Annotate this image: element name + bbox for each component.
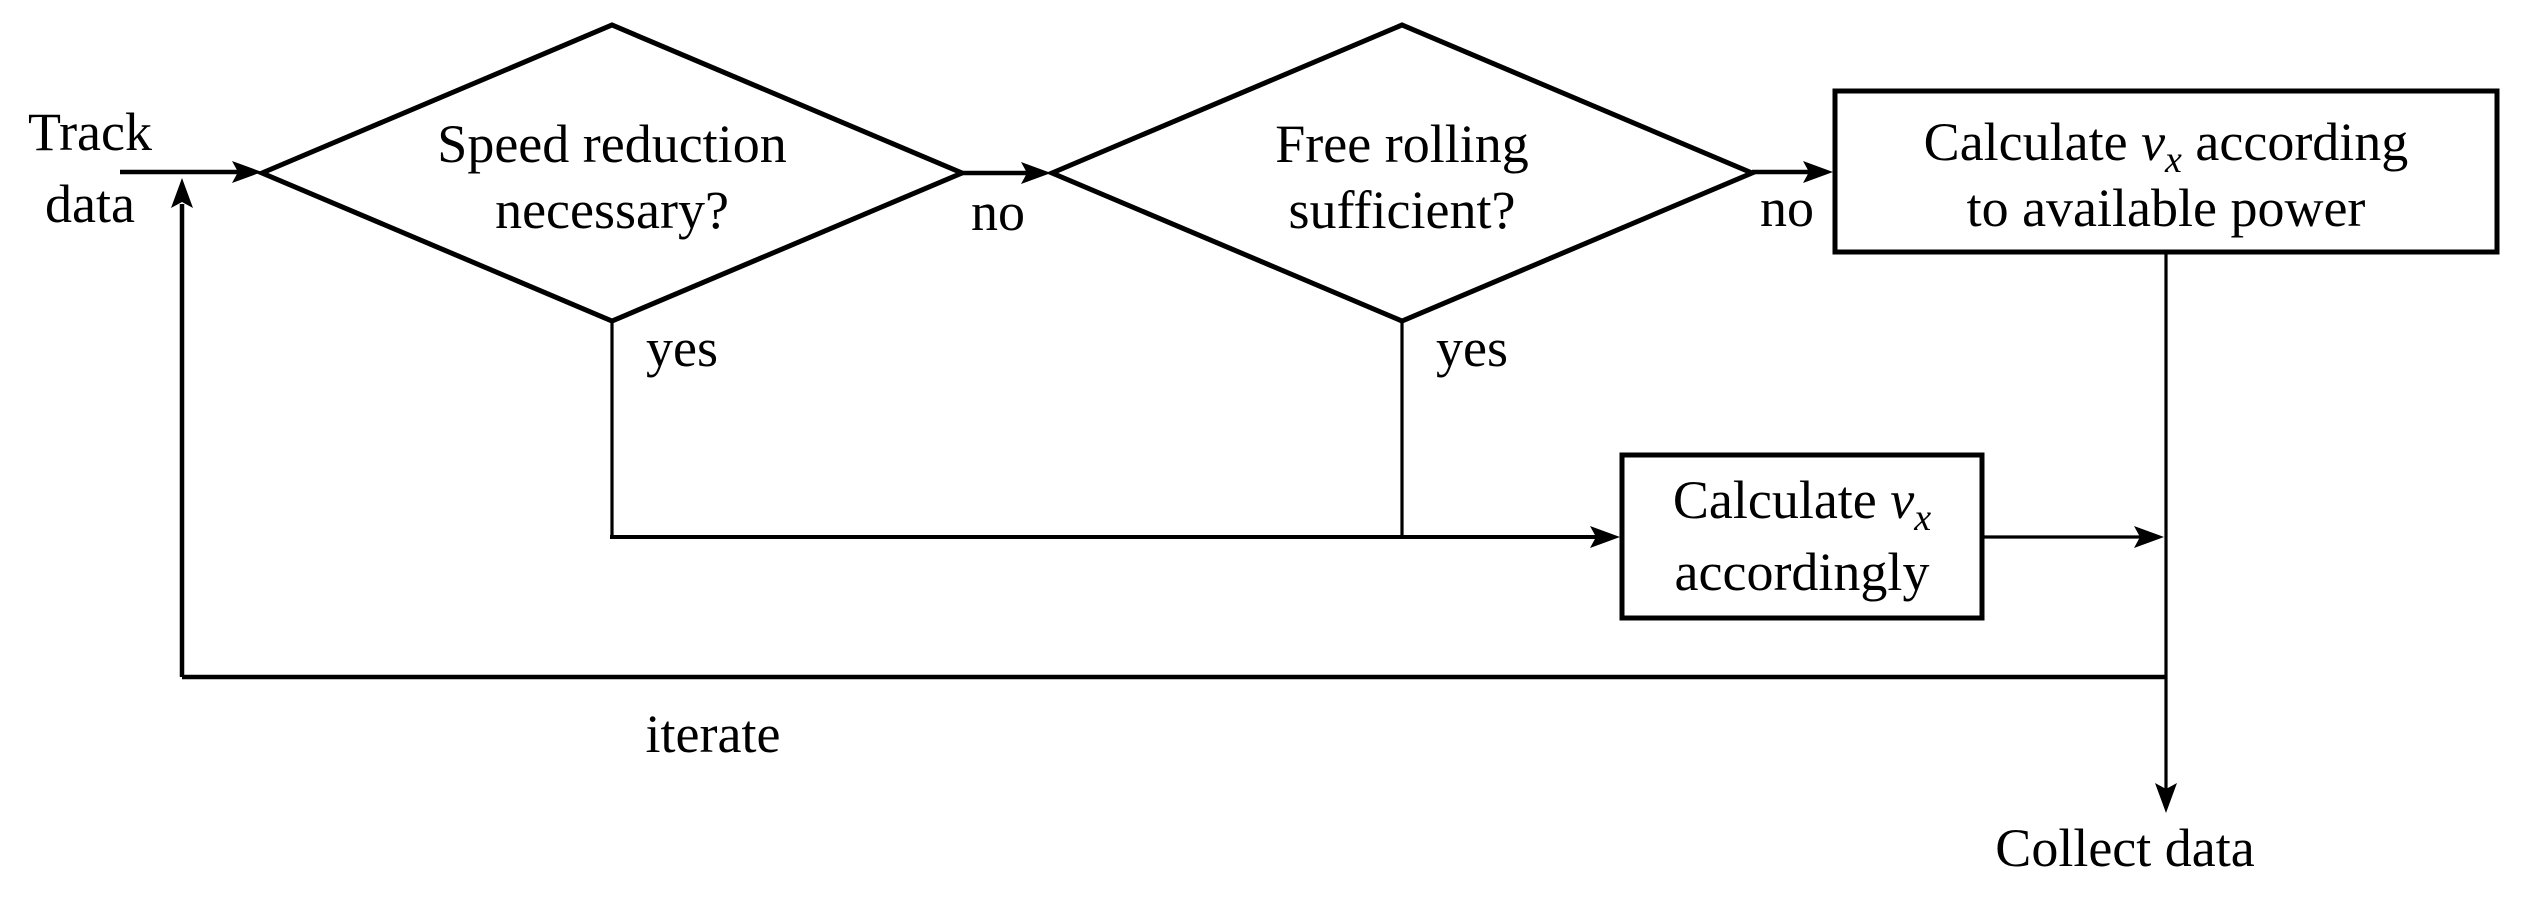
decision-free-rolling-line2: sufficient? xyxy=(1289,180,1516,240)
process-calc-accordingly-line1: Calculate vx xyxy=(1673,470,1931,539)
label-no-decision2: no xyxy=(1760,178,1814,238)
arrowhead-down-icon xyxy=(2155,783,2177,813)
label-iterate: iterate xyxy=(646,704,781,764)
arrowhead-right-icon xyxy=(1021,162,1051,184)
end-label-collect-data: Collect data xyxy=(1995,818,2254,878)
decision-speed-reduction-line1: Speed reduction xyxy=(437,114,786,174)
label-no-decision1: no xyxy=(971,182,1025,242)
arrowhead-right-icon xyxy=(1803,161,1833,183)
calc-accordingly-text-prefix: Calculate xyxy=(1673,470,1890,530)
process-calc-accordingly-box xyxy=(1619,452,1985,621)
arrowhead-right-icon xyxy=(1590,526,1620,548)
process-calc-accordingly-line2: accordingly xyxy=(1675,542,1930,602)
arrowhead-up-icon xyxy=(171,178,193,208)
calc-accordingly-var-sub-x: x xyxy=(1913,497,1931,539)
calc-accordingly-var-v: v xyxy=(1890,470,1914,530)
calc-power-var-sub-x: x xyxy=(2164,139,2182,181)
label-yes-decision1: yes xyxy=(646,318,718,378)
calc-power-text-suffix: according xyxy=(2182,112,2408,172)
arrowhead-right-icon xyxy=(2134,526,2164,548)
label-yes-decision2: yes xyxy=(1436,318,1508,378)
arrowhead-right-icon xyxy=(232,161,262,183)
decision-speed-reduction-line2: necessary? xyxy=(495,180,729,240)
decision-free-rolling-line1: Free rolling xyxy=(1275,114,1528,174)
start-label-line1: Track xyxy=(28,102,152,162)
calc-power-text-prefix: Calculate xyxy=(1924,112,2141,172)
process-calc-power-line2: to available power xyxy=(1967,178,2366,238)
start-label-line2: data xyxy=(45,174,135,234)
calc-power-var-v: v xyxy=(2141,112,2165,172)
process-calc-power-line1: Calculate vx according xyxy=(1924,112,2409,181)
